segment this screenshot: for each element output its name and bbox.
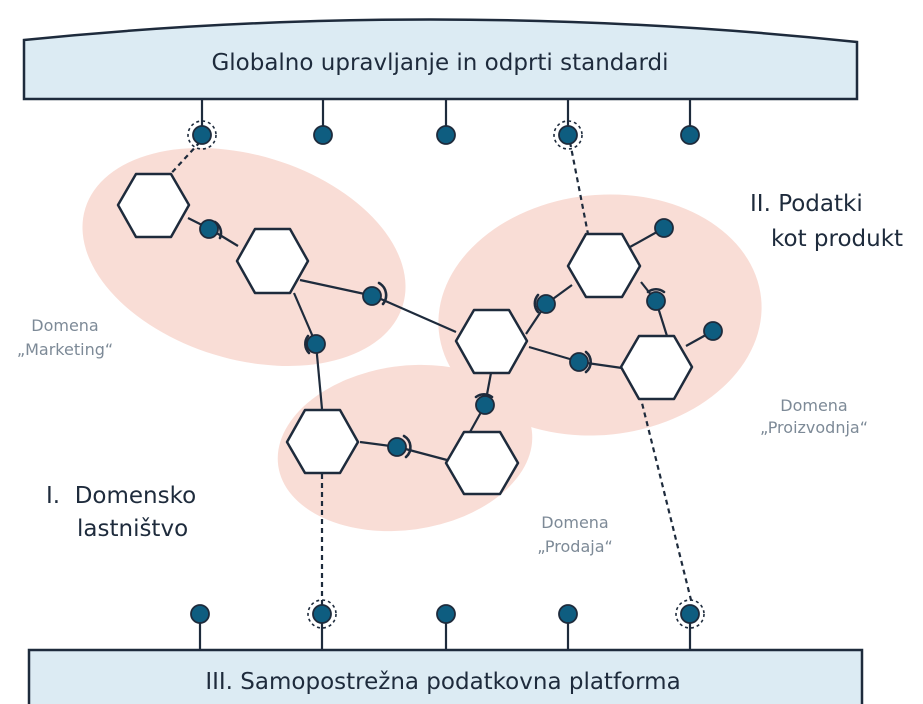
hexagon-sales-2 <box>444 430 520 496</box>
output-port-node <box>387 437 407 457</box>
top-port-node <box>558 125 578 145</box>
governance-bar-label: Globalno upravljanje in odprti standardi <box>211 50 668 76</box>
output-port-node <box>654 218 674 238</box>
principle-domain-ownership-line1: I. Domensko <box>46 483 196 509</box>
output-port-node <box>703 321 723 341</box>
top-port-node <box>313 125 333 145</box>
domain-label-marketing-line2: „Marketing“ <box>17 340 113 359</box>
platform-bar-shape <box>27 648 864 704</box>
hexagon-sales-1 <box>285 408 360 475</box>
principle-domain-ownership-line2: lastništvo <box>77 516 188 542</box>
top-port-node <box>680 125 700 145</box>
hexagon-marketing-1 <box>116 172 191 239</box>
bottom-port-node <box>436 604 456 624</box>
output-port-node <box>362 286 382 306</box>
dashed-connections <box>164 141 694 606</box>
top-port-node <box>436 125 456 145</box>
bottom-port-node <box>312 604 332 624</box>
output-port-node <box>646 291 666 311</box>
hexagon-production-central <box>454 308 529 375</box>
hexagon-production-top <box>566 232 642 299</box>
governance-bar: Globalno upravljanje in odprti standardi <box>22 18 859 101</box>
domain-label-sales-line2: „Prodaja“ <box>537 537 613 556</box>
hexagon-production-right <box>619 334 694 401</box>
output-port-node <box>569 352 589 372</box>
output-port-node <box>199 219 219 239</box>
output-port-node <box>475 395 495 415</box>
domain-label-sales-line1: Domena <box>541 513 608 532</box>
dashed-port-rings <box>187 120 705 629</box>
hexagon-marketing-2 <box>235 227 310 295</box>
output-port-node <box>536 294 556 314</box>
bottom-port-node <box>680 604 700 624</box>
connector-nodes <box>190 125 723 624</box>
platform-bar-label: III. Samopostrežna podatkovna platforma <box>205 669 680 695</box>
governance-bar-shape <box>22 18 859 101</box>
principle-data-as-product-line2: kot produkt <box>771 226 903 252</box>
bottom-port-node <box>190 604 210 624</box>
principle-data-as-product-line1: II. Podatki <box>750 191 863 217</box>
output-port-node <box>306 334 326 354</box>
data-products <box>116 172 694 496</box>
top-port-node <box>192 125 212 145</box>
bottom-port-node <box>558 604 578 624</box>
platform-bar: III. Samopostrežna podatkovna platforma <box>27 648 864 704</box>
domain-label-production-line2: „Proizvodnja“ <box>760 418 868 437</box>
domain-label-production-line1: Domena <box>780 396 847 415</box>
domain-label-marketing-line1: Domena <box>31 316 98 335</box>
